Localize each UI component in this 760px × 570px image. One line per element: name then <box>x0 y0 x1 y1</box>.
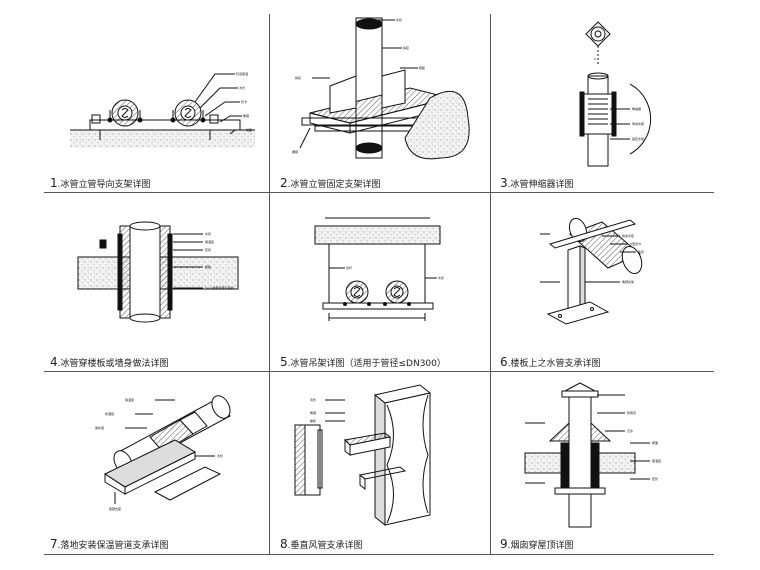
panel-2-caption: 2.冰管立管固定支架详图 <box>280 177 381 191</box>
panel-9-caption: 9.烟囱穿屋顶详图 <box>500 538 574 552</box>
svg-text:钢板: 钢板 <box>419 65 425 70</box>
svg-text:保护层: 保护层 <box>95 425 104 430</box>
svg-text:木托: 木托 <box>217 453 223 458</box>
panel-5-number: 5 <box>280 355 288 369</box>
svg-text:A: A <box>594 57 597 61</box>
svg-text:地面: 地面 <box>246 127 252 132</box>
svg-text:角钢支架: 角钢支架 <box>622 279 634 284</box>
panel-1-title: .冰管立管导向支架详图 <box>57 180 151 190</box>
svg-text:保温层: 保温层 <box>125 397 134 402</box>
panel-4-title: .冰管穿楼板或墙身做法详图 <box>57 359 169 369</box>
svg-text:泛水: 泛水 <box>627 428 633 433</box>
svg-text:管道保温: 管道保温 <box>236 71 248 76</box>
panel-1-caption: 1.冰管立管导向支架详图 <box>50 177 151 191</box>
svg-text:焊接: 焊接 <box>295 75 301 80</box>
svg-text:套管: 套管 <box>652 476 658 481</box>
panel-8-drawing: 风管 角钢 螺栓 <box>294 384 432 527</box>
panel-9-title: .烟囱穿屋顶详图 <box>507 541 574 551</box>
svg-text:木托: 木托 <box>239 85 245 90</box>
panel-8-caption: 8.垂直风管支承详图 <box>280 538 363 552</box>
grid-divider-row3 <box>44 554 714 555</box>
panel-2-drawing: 水管 焊接 钢板 焊接 槽钢 <box>292 17 470 160</box>
svg-text:楼板: 楼板 <box>205 264 211 269</box>
panel-5-title: .冰管吊架详图（适用于管径≤DN300） <box>287 359 446 369</box>
svg-text:吊杆: 吊杆 <box>346 265 352 270</box>
svg-text:焊接: 焊接 <box>403 45 409 50</box>
svg-text:固定支架: 固定支架 <box>632 136 644 141</box>
panel-3-caption: 3.冰管伸缩器详图 <box>500 177 574 191</box>
grid-divider-row2 <box>44 371 714 372</box>
svg-text:风管: 风管 <box>310 397 316 402</box>
svg-text:防腐木垫: 防腐木垫 <box>622 233 634 238</box>
svg-text:5mm橡胶垫或石棉布: 5mm橡胶垫或石棉布 <box>205 285 234 290</box>
svg-text:屋面: 屋面 <box>652 440 658 445</box>
panel-8-number: 8 <box>280 537 288 551</box>
svg-text:螺栓: 螺栓 <box>310 418 316 423</box>
panel-2-number: 2 <box>280 176 288 190</box>
grid-divider-row1 <box>44 192 714 193</box>
svg-text:保温层: 保温层 <box>652 458 661 463</box>
panel-9-number: 9 <box>500 537 508 551</box>
svg-text:保温层: 保温层 <box>205 239 214 244</box>
panel-1-number: 1 <box>50 176 58 190</box>
svg-text:管卡: 管卡 <box>241 99 247 104</box>
svg-text:角钢: 角钢 <box>310 410 316 415</box>
panel-5-drawing: 吊杆 木托 <box>314 217 444 321</box>
panel-7-drawing: 保温层 防潮层 保护层 木托 型钢支座 <box>95 395 231 511</box>
panel-1-drawing: 管道保温 木托 管卡 角钢 地面 <box>70 71 255 148</box>
svg-text:防潮层: 防潮层 <box>105 411 114 416</box>
svg-text:木托: 木托 <box>438 275 444 280</box>
svg-text:水管: 水管 <box>205 231 211 236</box>
panel-6-caption: 6.楼板上之水管支承详图 <box>500 356 601 370</box>
panel-7-caption: 7.落地安装保温管道支承详图 <box>50 538 169 552</box>
panel-7-title: .落地安装保温管道支承详图 <box>57 541 169 551</box>
svg-text:伸缩器: 伸缩器 <box>632 106 641 111</box>
svg-text:套管: 套管 <box>205 247 211 252</box>
panel-4-caption: 4.冰管穿楼板或墙身做法详图 <box>50 356 169 370</box>
panel-4-number: 4 <box>50 355 58 369</box>
panel-2-title: .冰管立管固定支架详图 <box>287 180 381 190</box>
svg-text:防雨罩: 防雨罩 <box>627 410 636 415</box>
grid-divider-vertical-2 <box>490 14 491 554</box>
panel-5-caption: 5.冰管吊架详图（适用于管径≤DN300） <box>280 356 446 370</box>
panel-3-number: 3 <box>500 176 508 190</box>
svg-text:槽钢: 槽钢 <box>292 149 298 154</box>
svg-text:U型管卡: U型管卡 <box>630 241 641 246</box>
svg-text:水管: 水管 <box>638 249 644 254</box>
panel-7-number: 7 <box>50 537 58 551</box>
svg-text:型钢支座: 型钢支座 <box>109 506 121 511</box>
panel-6-number: 6 <box>500 355 508 369</box>
panel-9-drawing: 防雨罩 泛水 屋面 保温层 套管 <box>524 382 661 528</box>
svg-text:导向支架: 导向支架 <box>632 121 644 126</box>
svg-text:水管: 水管 <box>396 17 402 22</box>
panel-3-drawing: A 伸缩器 导向支架 固定支架 <box>579 21 652 167</box>
grid-divider-vertical-1 <box>269 14 270 554</box>
panel-4-drawing: 水管 保温层 套管 楼板 5mm橡胶垫或石棉布 <box>77 221 239 323</box>
panel-6-title: .楼板上之水管支承详图 <box>507 359 601 369</box>
svg-text:角钢: 角钢 <box>243 113 249 118</box>
panel-6-drawing: 防腐木垫 U型管卡 水管 角钢支架 <box>540 217 644 325</box>
panel-3-title: .冰管伸缩器详图 <box>507 180 574 190</box>
panel-8-title: .垂直风管支承详图 <box>287 541 363 551</box>
